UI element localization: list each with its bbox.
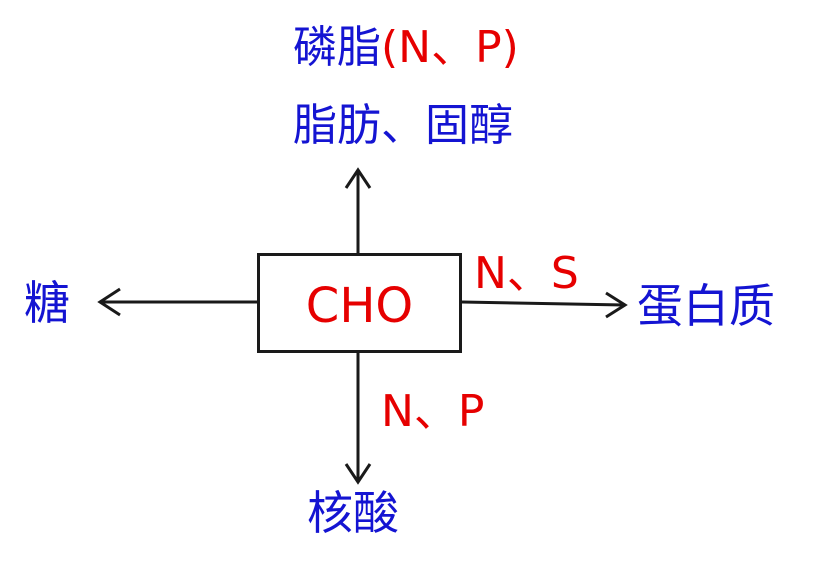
top-line2: 脂肪、固醇 <box>293 100 513 151</box>
right-elements: N、S <box>474 248 579 299</box>
bottom-elements: N、P <box>381 386 485 437</box>
arrow-down-head <box>344 463 372 485</box>
top-line1-product: 磷脂 <box>293 22 381 73</box>
center-box: CHO <box>257 253 462 353</box>
right-label: 蛋白质 <box>637 279 775 333</box>
top-line1-elements: (N、P) <box>381 22 519 73</box>
bottom-label: 核酸 <box>307 486 399 540</box>
arrow-right-head <box>605 291 628 319</box>
arrow-left-head <box>97 287 121 317</box>
arrow-up-head <box>344 167 372 189</box>
left-label: 糖 <box>24 276 70 330</box>
arrow-right-shaft <box>461 300 625 307</box>
top-line1: 磷脂(N、P) <box>293 26 519 70</box>
center-label: CHO <box>305 278 414 334</box>
